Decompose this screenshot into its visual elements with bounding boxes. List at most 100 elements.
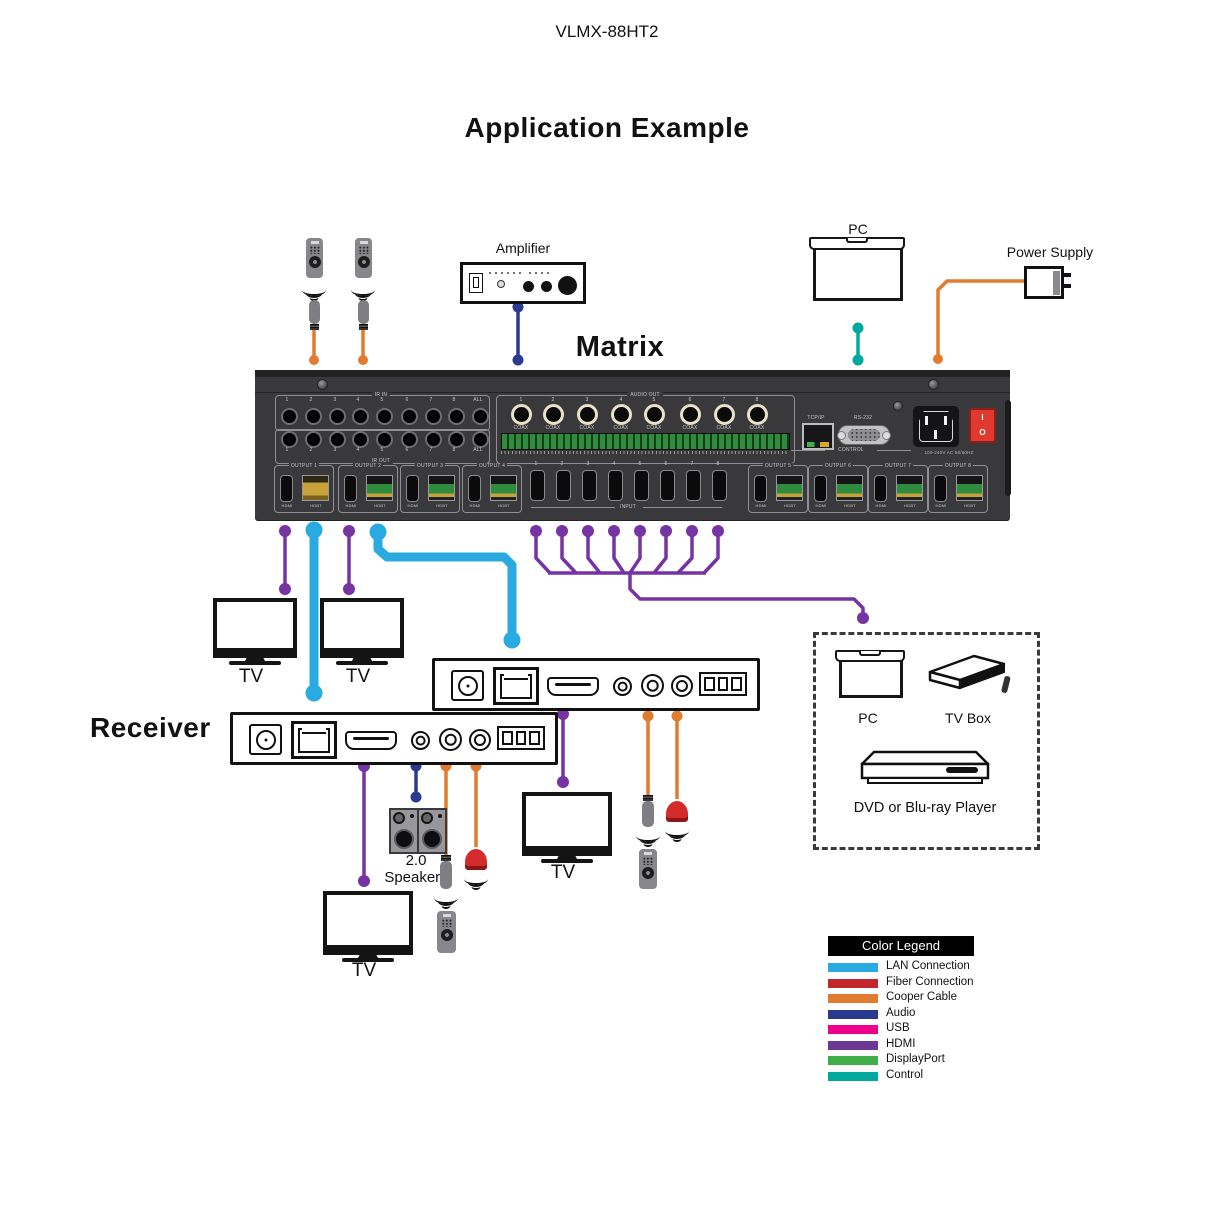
hdbt-port-label: HDBT (844, 503, 856, 508)
hdbt-port-label: HDBT (436, 503, 448, 508)
tv-icon (522, 792, 612, 863)
coax-jack (713, 404, 735, 425)
audio-jack (641, 674, 664, 697)
legend-label: Audio (886, 1006, 916, 1019)
dvd-label: DVD or Blu-ray Player (853, 800, 997, 816)
legend-label: Control (886, 1068, 924, 1081)
matrix-top-strip (255, 370, 1010, 377)
hdmi-port (874, 475, 887, 502)
ir-out-jack (400, 431, 418, 448)
input-number: 7 (690, 461, 694, 467)
audio-out-number: 5 (652, 397, 656, 403)
hdmi-port-label: HDMI (935, 503, 947, 508)
ir-remote-icon (355, 238, 372, 278)
source-pc-icon (835, 650, 905, 698)
ir-emitter-wand-icon (642, 795, 654, 827)
ir-out-jack (447, 431, 465, 448)
hdmi-port (934, 475, 947, 502)
audio-out-number: 3 (585, 397, 589, 403)
input-number: 3 (586, 461, 590, 467)
legend-swatch (828, 1009, 878, 1019)
hdbt-port (776, 475, 803, 501)
ir-out-jack (328, 431, 346, 448)
control-label: CONTROL (838, 447, 864, 453)
output-label: OUTPUT 5 (762, 463, 794, 469)
tv-stand (245, 654, 265, 661)
input-line (643, 507, 722, 508)
ir-receiver-wand-icon (309, 300, 320, 330)
ir-waves-icon (350, 284, 376, 301)
ir-out-number: 5 (380, 447, 384, 453)
ir-in-number: 2 (309, 397, 313, 403)
dvd-player-icon (852, 748, 992, 792)
coax-label: COAX (682, 425, 698, 431)
ir-in-number: ALL (473, 397, 483, 403)
ir-out-number: 8 (452, 447, 456, 453)
input-number: 1 (534, 461, 538, 467)
hdmi-port-label: HDMI (407, 503, 419, 508)
hdbt-port (428, 475, 455, 501)
hdmi-out-port (345, 731, 397, 750)
rack-handle (1005, 400, 1011, 496)
terminal-tick-labels (501, 451, 788, 454)
amp-switch (469, 273, 483, 293)
ir-in-number: 7 (429, 397, 433, 403)
amp-toggle (473, 277, 479, 288)
hdmi-port (406, 475, 419, 502)
input-line (531, 507, 615, 508)
ir-in-number: 5 (380, 397, 384, 403)
legend-label: USB (886, 1022, 910, 1034)
ir-emitter-wand-icon (440, 855, 452, 889)
ir-receiver-wand-icon (358, 300, 369, 330)
hdmi-port-label: HDMI (281, 503, 293, 508)
tcpip-label: TCP/IP (807, 415, 825, 421)
ir-in-jack (447, 408, 465, 425)
ir-in-jack (424, 408, 442, 425)
dc-power-jack (451, 670, 484, 701)
rs232-port (837, 425, 891, 445)
tcpip-port (802, 423, 834, 450)
hdbt-port-label: HDBT (374, 503, 386, 508)
coax-label: COAX (749, 425, 765, 431)
coax-label: COAX (716, 425, 732, 431)
dc-power-jack (249, 724, 282, 755)
pc-icon (809, 237, 905, 301)
coax-jack (542, 404, 564, 425)
tv-stand (557, 852, 577, 859)
ir-remote-icon (639, 849, 657, 889)
input-hdmi-port (607, 470, 623, 501)
audio-jack (469, 729, 491, 751)
ir-in-jack (304, 408, 322, 425)
ir-in-number: 1 (285, 397, 289, 403)
input-hdmi-port (581, 470, 597, 501)
audio-jack (439, 728, 462, 751)
ir-in-jack (328, 408, 346, 425)
legend-item: Audio (828, 1006, 1053, 1023)
amp-button (541, 281, 552, 292)
legend-label: Cooper Cable (886, 991, 957, 1003)
ir-out-jack (351, 431, 369, 448)
ir-in-label: IR IN (371, 392, 391, 398)
input-number: 6 (664, 461, 668, 467)
legend-item: DisplayPort (828, 1053, 1053, 1069)
hdmi-port-label: HDMI (875, 503, 887, 508)
legend-swatch (828, 978, 878, 988)
input-label: INPUT (617, 504, 639, 510)
ir-in-jack (400, 408, 418, 425)
coax-label: COAX (613, 425, 629, 431)
laptop-base (835, 650, 905, 662)
legend-item: LAN Connection (828, 960, 1053, 976)
coax-jack (679, 404, 701, 425)
audio-terminal-block (699, 672, 747, 696)
control-line (877, 450, 911, 451)
audio-out-label: AUDIO OUT (627, 392, 663, 398)
amp-dots (487, 271, 521, 275)
hdmi-port-label: HDMI (469, 503, 481, 508)
hdbt-port-label: HDBT (310, 503, 322, 508)
hdmi-port (754, 475, 767, 502)
input-number: 4 (612, 461, 616, 467)
